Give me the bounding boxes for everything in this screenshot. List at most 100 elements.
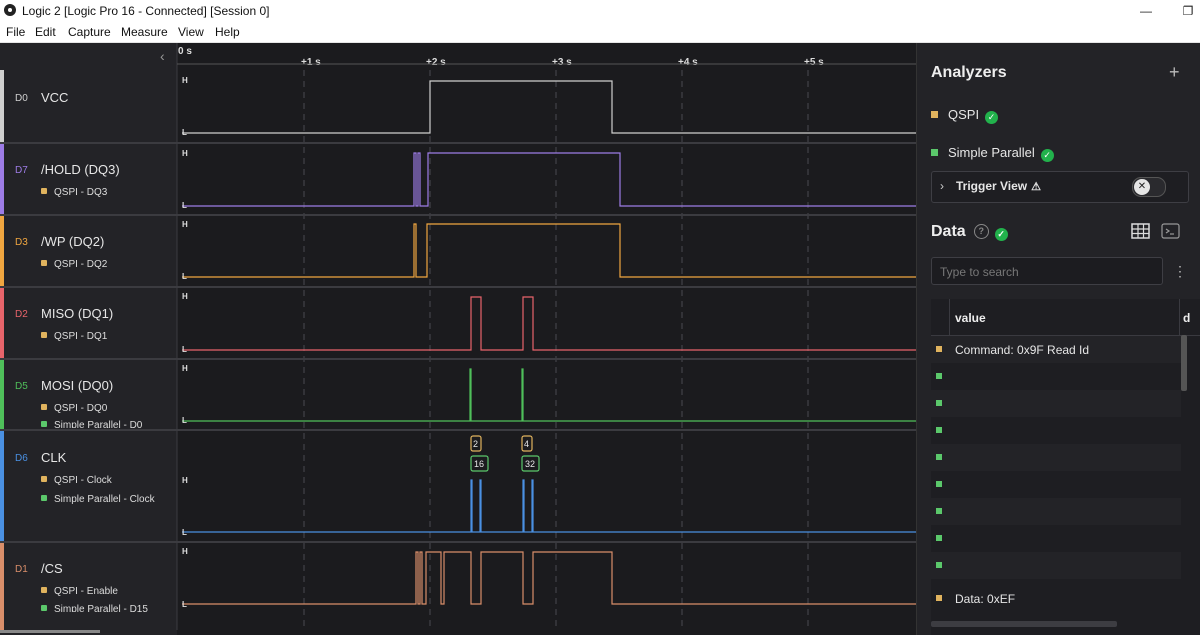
add-analyzer-button[interactable]: + — [1169, 62, 1180, 82]
qspi-row-icon — [936, 346, 942, 352]
channel-id: D6 — [15, 453, 28, 464]
time-ruler[interactable] — [177, 43, 916, 70]
analyzer-channel-tag: Simple Parallel - D15 — [41, 604, 148, 612]
parallel-row-icon — [936, 481, 942, 487]
channel-name-clk[interactable]: CLK — [41, 450, 67, 465]
channel-color-bar — [0, 144, 4, 214]
search-input[interactable]: Type to search — [931, 257, 1163, 285]
qspi-annotation-value: 4 — [524, 439, 529, 449]
table-row[interactable] — [931, 498, 1181, 525]
channel-id: D7 — [15, 165, 28, 176]
menu-view[interactable]: View — [178, 25, 204, 39]
menu-capture[interactable]: Capture — [68, 25, 111, 39]
channel-id: D3 — [15, 237, 28, 248]
table-row[interactable] — [931, 471, 1181, 498]
table-view-icon[interactable] — [1131, 223, 1151, 241]
menu-help[interactable]: Help — [215, 25, 240, 39]
column-divider — [1179, 299, 1180, 335]
table-row[interactable] — [931, 390, 1181, 417]
table-scrollbar[interactable] — [1181, 335, 1187, 391]
hold-waveform — [182, 152, 916, 207]
more-options-icon[interactable]: ⋮ — [1173, 263, 1187, 279]
clipped-tag-wrap: Simple Parallel - D0 — [41, 420, 171, 428]
channel-id: D5 — [15, 381, 28, 392]
table-row[interactable]: Command: 0x9F Read Id — [931, 336, 1181, 363]
table-row[interactable] — [931, 552, 1181, 579]
column-header-value[interactable]: value — [955, 311, 986, 325]
channel-color-bar — [0, 288, 4, 358]
parallel-dot-icon — [41, 495, 47, 501]
qspi-dot-icon — [41, 260, 47, 266]
time-tick-label: +1 s — [301, 57, 321, 68]
parallel-row-icon — [936, 427, 942, 433]
qspi-dot-icon — [41, 404, 47, 410]
qspi-dot-icon — [41, 476, 47, 482]
channel-name-vcc[interactable]: VCC — [41, 90, 69, 105]
channel-color-bar — [0, 360, 4, 429]
menu-edit[interactable]: Edit — [35, 25, 56, 39]
column-header-d[interactable]: d — [1183, 311, 1191, 325]
time-tick-label: +2 s — [426, 57, 446, 68]
menu-measure[interactable]: Measure — [121, 25, 168, 39]
waveform-view[interactable]: 2 16 4 32 — [0, 0, 916, 635]
channel-id: D0 — [15, 93, 28, 104]
table-header: value d — [931, 299, 1200, 336]
trigger-toggle[interactable]: ✕ — [1132, 177, 1166, 197]
window-title: Logic 2 [Logic Pro 16 - Connected] [Sess… — [22, 4, 270, 18]
collapse-sidebar-icon[interactable]: ‹ — [160, 48, 165, 64]
time-tick-label: +5 s — [804, 57, 824, 68]
channel-name-cs[interactable]: /CS — [41, 561, 63, 576]
high-level-label: H — [182, 364, 188, 373]
row-divider — [0, 541, 916, 543]
minimize-button[interactable]: — — [1140, 4, 1152, 18]
analyzer-channel-tag: QSPI - Enable — [41, 586, 118, 597]
qspi-dot-icon — [41, 587, 47, 593]
parallel-row-icon — [936, 535, 942, 541]
qspi-dot-icon — [41, 332, 47, 338]
horizontal-scroll-indicator[interactable] — [0, 630, 100, 633]
channel-color-bar — [0, 216, 4, 286]
app-logo-icon — [4, 4, 16, 16]
analyzer-item-qspi[interactable]: QSPI✓ — [931, 107, 999, 124]
terminal-view-icon[interactable] — [1161, 223, 1181, 241]
channel-name-wp[interactable]: /WP (DQ2) — [41, 234, 105, 249]
row-divider — [0, 429, 916, 431]
high-level-label: H — [182, 476, 188, 485]
chevron-right-icon: › — [940, 179, 944, 193]
parallel-row-icon — [936, 562, 942, 568]
table-row[interactable] — [931, 417, 1181, 444]
parallel-color-icon — [931, 149, 938, 156]
low-level-label: L — [182, 345, 187, 354]
table-row[interactable]: Data: 0xEF — [931, 585, 1181, 612]
high-level-label: H — [182, 149, 188, 158]
analyzer-channel-tag: QSPI - DQ2 — [41, 259, 107, 270]
row-divider — [0, 214, 916, 216]
parallel-annotation-value: 16 — [474, 459, 484, 469]
data-title: Data?✓ — [931, 223, 1008, 241]
maximize-button[interactable]: ❐ — [1182, 4, 1194, 18]
check-icon: ✓ — [994, 228, 1008, 241]
channel-name-mosi[interactable]: MOSI (DQ0) — [41, 378, 114, 393]
qspi-annotation-value: 2 — [473, 439, 478, 449]
analyzer-item-simple-parallel[interactable]: Simple Parallel✓ — [931, 145, 1054, 162]
table-row[interactable] — [931, 444, 1181, 471]
table-row[interactable] — [931, 363, 1181, 390]
miso-waveform — [182, 296, 916, 351]
clipped-tag-wrap: Simple Parallel - D15 — [41, 604, 171, 612]
table-row[interactable] — [931, 525, 1181, 552]
close-icon: ✕ — [1134, 179, 1150, 195]
clk-waveform — [182, 479, 916, 533]
time-tick-label: +4 s — [678, 57, 698, 68]
channel-name-hold[interactable]: /HOLD (DQ3) — [41, 162, 120, 177]
mosi-waveform — [182, 368, 916, 422]
channel-name-miso[interactable]: MISO (DQ1) — [41, 306, 114, 321]
low-level-label: L — [182, 600, 187, 609]
table-horizontal-scrollbar[interactable] — [931, 621, 1117, 627]
parallel-row-icon — [936, 508, 942, 514]
cs-waveform — [182, 551, 916, 605]
trigger-view-panel[interactable]: › Trigger View⚠ ✕ — [931, 171, 1189, 203]
parallel-row-icon — [936, 454, 942, 460]
qspi-row-icon — [936, 595, 942, 601]
menu-file[interactable]: File — [6, 25, 26, 39]
right-panel: Analyzers + QSPI✓ Simple Parallel✓ › Tri… — [916, 43, 1200, 635]
